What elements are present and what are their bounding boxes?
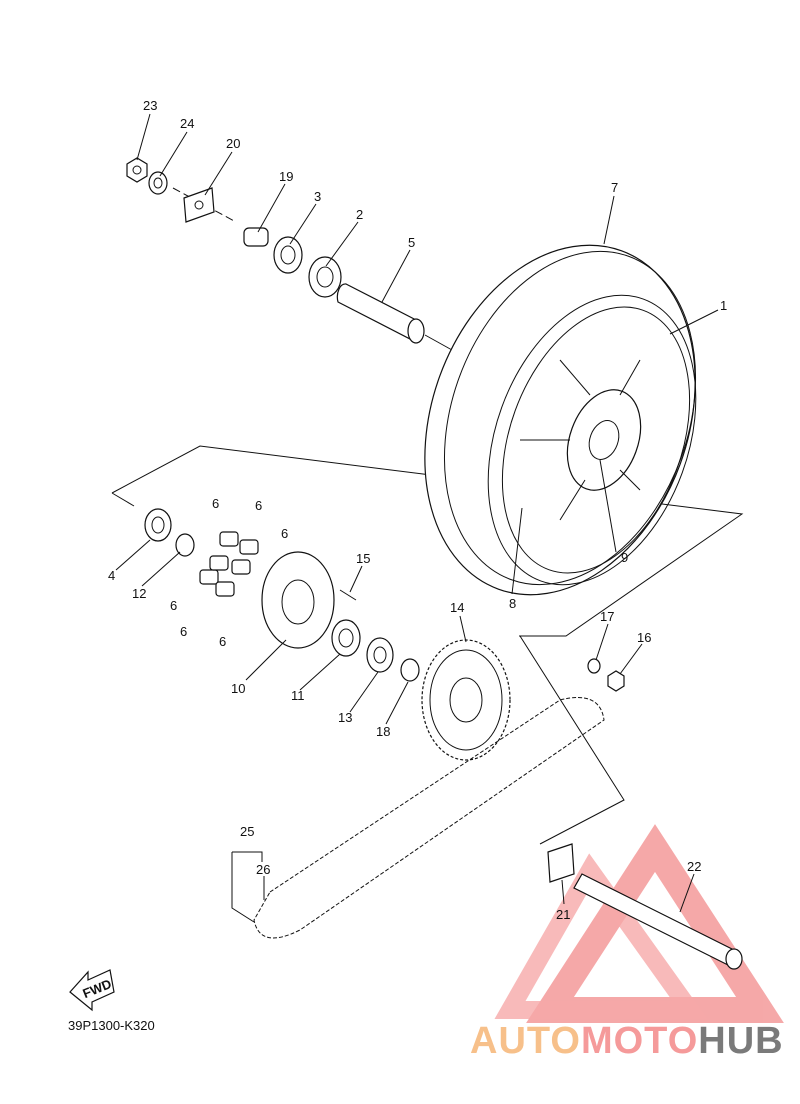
sprocket-plane-outline xyxy=(519,635,625,845)
callout-14: 14 xyxy=(450,600,464,615)
callout-15: 15 xyxy=(356,551,370,566)
bearing-3 xyxy=(273,236,303,274)
callout-17: 17 xyxy=(600,609,614,624)
washer-24 xyxy=(148,171,168,195)
callout-8: 8 xyxy=(509,596,516,611)
collar-18 xyxy=(400,658,420,682)
callout-25: 25 xyxy=(240,824,254,839)
callout-13: 13 xyxy=(338,710,352,725)
axle-collar xyxy=(336,283,425,344)
callout-12: 12 xyxy=(132,586,146,601)
callout-22: 22 xyxy=(687,859,701,874)
bearing-4 xyxy=(144,508,172,542)
callout-3: 3 xyxy=(314,189,321,204)
callout-18: 18 xyxy=(376,724,390,739)
oil-seal-13 xyxy=(366,637,394,673)
washer-17 xyxy=(587,658,601,674)
collar-19 xyxy=(243,227,269,247)
callout-6d: 6 xyxy=(170,598,177,613)
callout-leaders xyxy=(115,113,719,923)
clutch-hub-10 xyxy=(261,551,335,649)
watermark-part-1: AUTO xyxy=(470,1020,581,1062)
callout-1: 1 xyxy=(720,298,727,313)
callout-5: 5 xyxy=(408,235,415,250)
callout-26: 26 xyxy=(256,862,270,877)
callout-6b: 6 xyxy=(255,498,262,513)
collar-12 xyxy=(175,533,195,557)
damper-cluster-6 xyxy=(199,531,259,597)
adjuster-plate-20 xyxy=(183,187,215,223)
drive-chain-25 xyxy=(253,697,605,939)
callout-21: 21 xyxy=(556,907,570,922)
callout-19: 19 xyxy=(279,169,293,184)
callout-6f: 6 xyxy=(219,634,226,649)
callout-7: 7 xyxy=(611,180,618,195)
watermark-logo-triangle xyxy=(494,824,784,1023)
callout-23: 23 xyxy=(143,98,157,113)
watermark-brand-text: AUTOMOTOHUB xyxy=(470,1020,784,1063)
rear-tire xyxy=(424,244,697,596)
callout-4: 4 xyxy=(108,568,115,583)
bearing-11 xyxy=(331,619,361,657)
bearing-2 xyxy=(308,256,342,298)
watermark-part-2: MOTO xyxy=(580,1020,699,1062)
callout-24: 24 xyxy=(180,116,194,131)
wheel-plane-outline xyxy=(111,445,744,637)
callout-6a: 6 xyxy=(212,496,219,511)
rear-axle-22 xyxy=(573,873,743,970)
stud-bolt-15 xyxy=(339,589,357,601)
callout-6e: 6 xyxy=(180,624,187,639)
nut-23 xyxy=(126,157,148,183)
chain-puller-21 xyxy=(547,843,575,883)
callout-20: 20 xyxy=(226,136,240,151)
callout-labels: 23 24 20 19 3 2 5 7 1 9 8 6 6 6 6 6 6 4 … xyxy=(108,98,727,922)
watermark-part-3: HUB xyxy=(698,1020,784,1062)
diagram-part-code: 39P1300-K320 xyxy=(68,1018,155,1033)
callout-9: 9 xyxy=(621,550,628,565)
callout-6c: 6 xyxy=(281,526,288,541)
nut-16 xyxy=(607,670,625,692)
callout-2: 2 xyxy=(356,207,363,222)
rear-wheel-rim xyxy=(487,294,697,586)
fwd-arrow-icon: FWD xyxy=(69,969,115,1012)
callout-11: 11 xyxy=(291,688,305,703)
callout-16: 16 xyxy=(637,630,651,645)
callout-10: 10 xyxy=(231,681,245,696)
